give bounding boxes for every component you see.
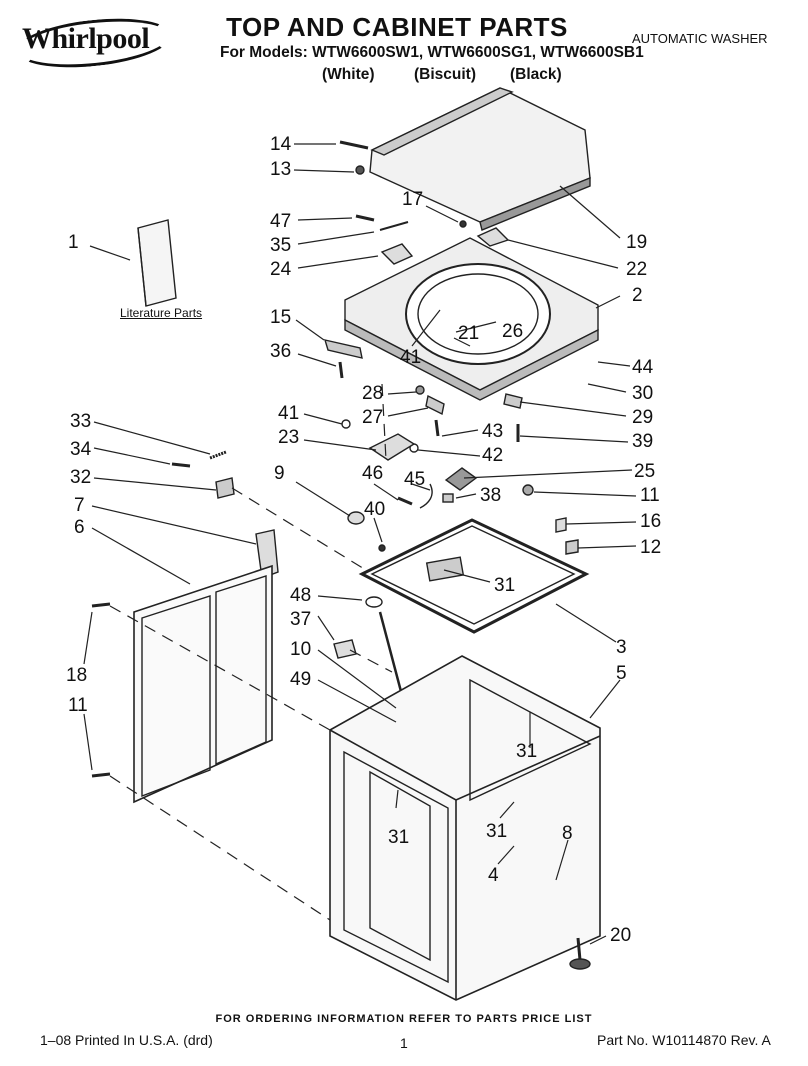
callout-label: 45 <box>404 469 426 490</box>
callout-label: 22 <box>626 259 648 280</box>
callout-label: 41 <box>278 403 300 424</box>
callout-label: 43 <box>482 421 504 442</box>
callout-label: 19 <box>626 232 648 253</box>
callout-label: 37 <box>290 609 312 630</box>
callout-label: 47 <box>270 211 292 232</box>
whirlpool-logo: Whirlpool <box>14 11 174 75</box>
rear-panel-drawing <box>133 564 273 804</box>
callout-label: 46 <box>362 463 384 484</box>
callout-label: 1 <box>68 232 79 253</box>
ordering-note: FOR ORDERING INFORMATION REFER TO PARTS … <box>215 1013 593 1025</box>
top-cabinet-drawing <box>344 237 599 401</box>
document-type: AUTOMATIC WASHER <box>632 31 768 46</box>
callout-label: 48 <box>290 585 312 606</box>
callout-label: 7 <box>74 495 85 516</box>
part-number: Part No. W10114870 Rev. A <box>597 1032 771 1048</box>
models-line: For Models: WTW6600SW1, WTW6600SG1, WTW6… <box>220 44 644 61</box>
callout-label: 44 <box>632 357 654 378</box>
callout-label: 11 <box>68 695 88 716</box>
callout-label: 18 <box>66 665 88 686</box>
callout-label: 25 <box>634 461 656 482</box>
literature-parts-label: Literature Parts <box>120 306 203 320</box>
callout-label: 31 <box>486 821 508 842</box>
callout-label: 30 <box>632 383 654 404</box>
page-title: TOP AND CABINET PARTS <box>226 12 568 42</box>
callout-label: 32 <box>70 467 92 488</box>
cabinet-drawing <box>329 655 601 1001</box>
callout-label: 12 <box>640 537 662 558</box>
callout-label: 41 <box>400 347 422 368</box>
callout-label: 14 <box>270 134 292 155</box>
callout-label: 23 <box>278 427 300 448</box>
callout-label: 21 <box>458 323 480 344</box>
lid-drawing <box>369 87 591 231</box>
callout-label: 2 <box>632 285 643 306</box>
callout-label: 31 <box>388 827 410 848</box>
callout-label: 17 <box>402 189 424 210</box>
callout-label: 40 <box>364 499 386 520</box>
callout-label: 33 <box>70 411 92 432</box>
callout-label: 26 <box>502 321 524 342</box>
callout-label: 4 <box>488 865 499 886</box>
callout-label: 15 <box>270 307 292 328</box>
callout-label: 39 <box>632 431 654 452</box>
callout-label: 28 <box>362 383 384 404</box>
callout-label: 24 <box>270 259 292 280</box>
callout-label: 13 <box>270 159 292 180</box>
callout-label: 5 <box>616 663 627 684</box>
callout-label: 8 <box>562 823 573 844</box>
page-number: 1 <box>400 1035 408 1051</box>
color-white: (White) <box>322 66 375 83</box>
callout-label: 20 <box>610 925 632 946</box>
leader-lines <box>83 143 637 945</box>
callout-label: 31 <box>494 575 516 596</box>
callout-label: 29 <box>632 407 654 428</box>
callout-label: 36 <box>270 341 292 362</box>
callout-label: 16 <box>640 511 662 532</box>
callout-label: 3 <box>616 637 627 658</box>
print-info: 1–08 Printed In U.S.A. (drd) <box>40 1032 213 1048</box>
callout-label: 10 <box>290 639 312 660</box>
callout-label: 42 <box>482 445 504 466</box>
callout-label: 11 <box>640 485 660 506</box>
callout-label: 27 <box>362 407 384 428</box>
callout-label: 35 <box>270 235 292 256</box>
callout-label: 9 <box>274 463 285 484</box>
callout-label: 31 <box>516 741 538 762</box>
color-black: (Black) <box>510 66 562 83</box>
callout-label: 49 <box>290 669 312 690</box>
callout-label: 34 <box>70 439 92 460</box>
brand-name: Whirlpool <box>22 22 150 55</box>
callout-label: 38 <box>480 485 502 506</box>
color-biscuit: (Biscuit) <box>414 66 476 83</box>
callout-label: 6 <box>74 517 85 538</box>
